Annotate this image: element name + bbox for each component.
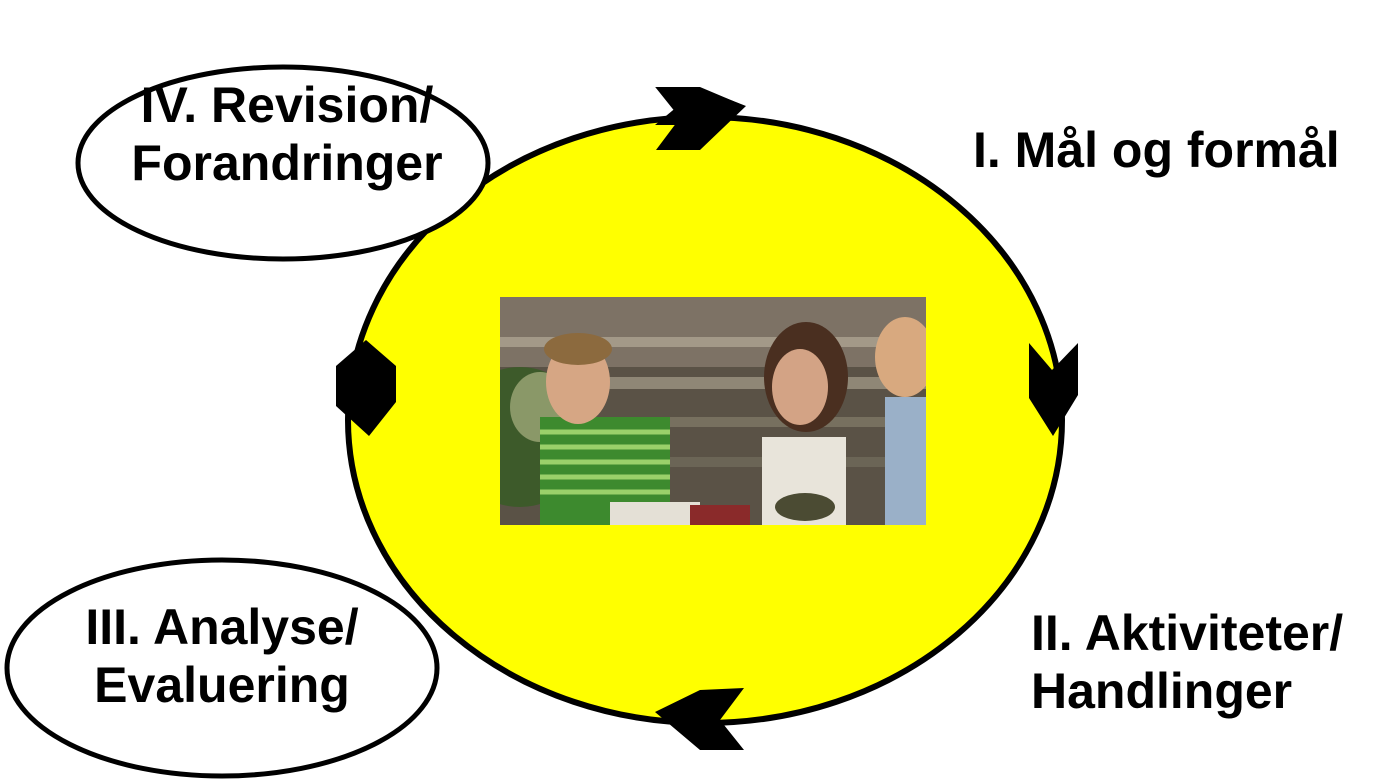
stage4-label: IV. Revision/ Forandringer bbox=[118, 76, 456, 192]
stage2-label-line-2: Handlinger bbox=[1031, 663, 1293, 719]
stage4-label-line-2: Forandringer bbox=[131, 135, 443, 191]
stage3-label-line-1: III. Analyse/ bbox=[85, 599, 359, 655]
stage2-label-line-1: II. Aktiviteter/ bbox=[1031, 605, 1344, 661]
students-in-lecture-hall-photo bbox=[500, 297, 926, 525]
stage1-label: I. Mål og formål bbox=[973, 121, 1340, 179]
chevron-arrow-icon bbox=[1029, 343, 1078, 436]
chevron-arrow-icon bbox=[655, 688, 744, 750]
chevron-arrow-icon bbox=[656, 88, 746, 150]
stage1-label-line: I. Mål og formål bbox=[973, 122, 1340, 178]
stage3-label-line-2: Evaluering bbox=[94, 657, 350, 713]
stage4-bubble bbox=[75, 64, 491, 262]
stage2-label: II. Aktiviteter/ Handlinger bbox=[1031, 604, 1343, 720]
stage3-label: III. Analyse/ Evaluering bbox=[60, 598, 384, 714]
chevron-arrow-icon bbox=[336, 340, 396, 436]
stage3-bubble bbox=[4, 557, 440, 779]
stage4-label-line-1: IV. Revision/ bbox=[140, 77, 434, 133]
